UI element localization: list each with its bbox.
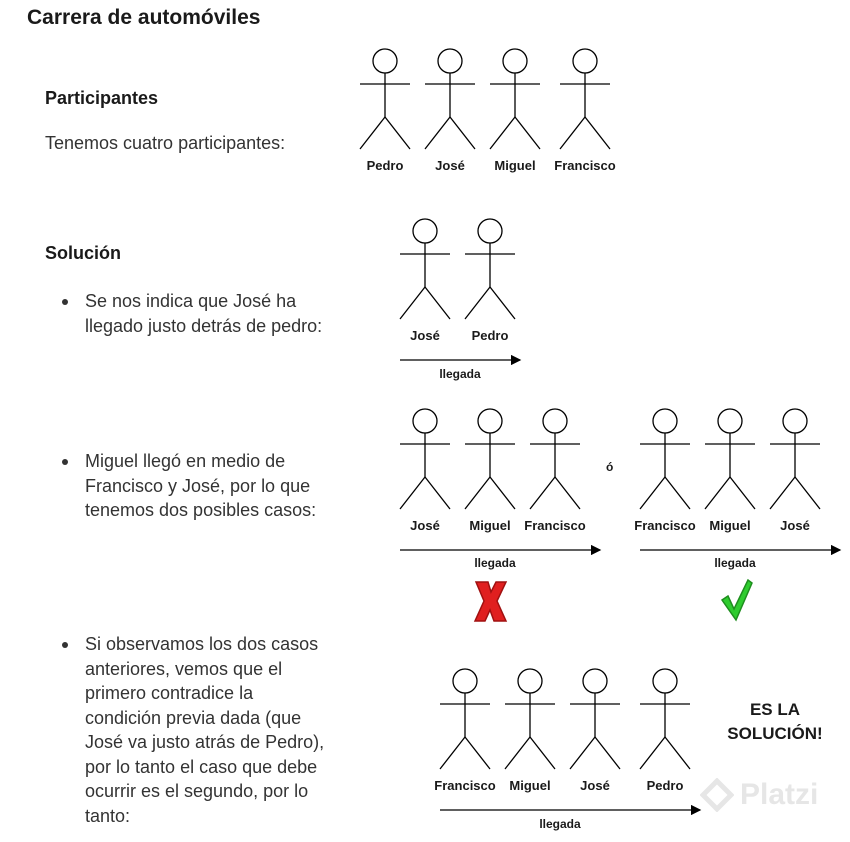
- arrival-label: llegada: [539, 817, 581, 831]
- stick-figure-icon: [529, 408, 581, 510]
- arrival-label: llegada: [474, 556, 516, 570]
- or-label: ó: [606, 460, 614, 474]
- correct-check-icon: [720, 578, 753, 622]
- stick-figure-icon: [504, 668, 556, 770]
- bullet-3: Si observamos los dos casos anteriores, …: [62, 632, 324, 828]
- bullet-2: Miguel llegó en medio de Francisco y Jos…: [62, 449, 316, 523]
- stick-figure-icon: [439, 668, 491, 770]
- bullet-2-text: Miguel llegó en medio de Francisco y Jos…: [85, 451, 317, 520]
- step1-label: José: [410, 328, 440, 343]
- participants-heading: Participantes: [45, 88, 159, 108]
- platzi-logo-icon: [700, 778, 734, 812]
- step1-label: Pedro: [471, 328, 509, 343]
- stick-figure-icon: [489, 48, 541, 150]
- participant-label: Miguel: [494, 158, 536, 173]
- participant-label: Pedro: [366, 158, 404, 173]
- bullet-1-text: Se nos indica que José ha llegado justo …: [85, 291, 323, 336]
- stick-figure-icon: [639, 408, 691, 510]
- wrong-cross-icon: [473, 581, 508, 622]
- stick-figure-icon: [569, 668, 621, 770]
- case2-label: Miguel: [709, 518, 751, 533]
- stick-figure-icon: [464, 408, 516, 510]
- case1-label: Francisco: [524, 518, 586, 533]
- arrival-label: llegada: [714, 556, 756, 570]
- case2-label: Francisco: [634, 518, 696, 533]
- bullet-3-text: Si observamos los dos casos anteriores, …: [85, 634, 325, 826]
- watermark: Platzi: [700, 778, 818, 812]
- solution-callout: ES LA SOLUCIÓN!: [727, 700, 823, 743]
- case1-label: Miguel: [469, 518, 511, 533]
- stick-figure-icon: [424, 48, 476, 150]
- bullet-1: Se nos indica que José ha llegado justo …: [62, 289, 322, 338]
- case1-label: José: [410, 518, 440, 533]
- stick-figure-icon: [769, 408, 821, 510]
- stick-figure-icon: [464, 218, 516, 320]
- solution-heading: Solución: [45, 243, 121, 263]
- stick-figure-icon: [704, 408, 756, 510]
- stick-figure-icon: [399, 218, 451, 320]
- participants-text: Tenemos cuatro participantes:: [45, 133, 286, 153]
- stick-figure-icon: [559, 48, 611, 150]
- final-label: Pedro: [646, 778, 684, 793]
- stick-figure-icon: [639, 668, 691, 770]
- page-title: Carrera de automóviles: [27, 6, 261, 29]
- participant-label: José: [435, 158, 465, 173]
- case2-label: José: [780, 518, 810, 533]
- watermark-text: Platzi: [740, 778, 819, 811]
- participant-label: Francisco: [554, 158, 616, 173]
- final-label: Miguel: [509, 778, 551, 793]
- stick-figure-icon: [359, 48, 411, 150]
- final-label: Francisco: [434, 778, 496, 793]
- arrival-label: llegada: [439, 367, 481, 381]
- final-label: José: [580, 778, 610, 793]
- stick-figure-icon: [399, 408, 451, 510]
